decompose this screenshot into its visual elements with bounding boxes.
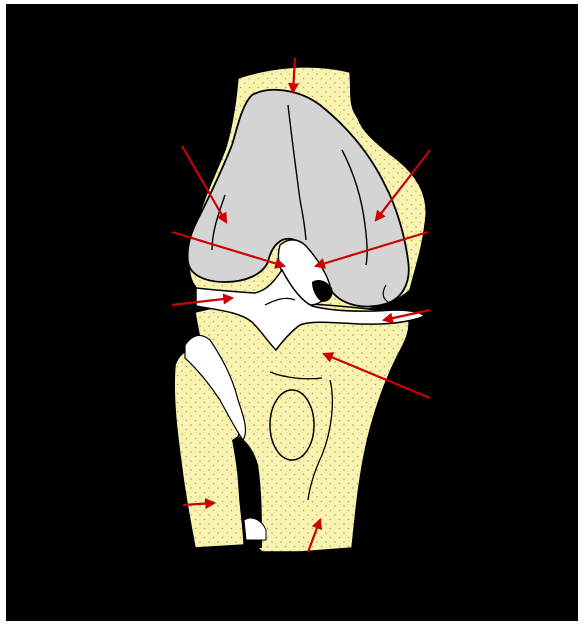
page	[0, 0, 584, 625]
knee-joint-diagram	[0, 0, 584, 625]
